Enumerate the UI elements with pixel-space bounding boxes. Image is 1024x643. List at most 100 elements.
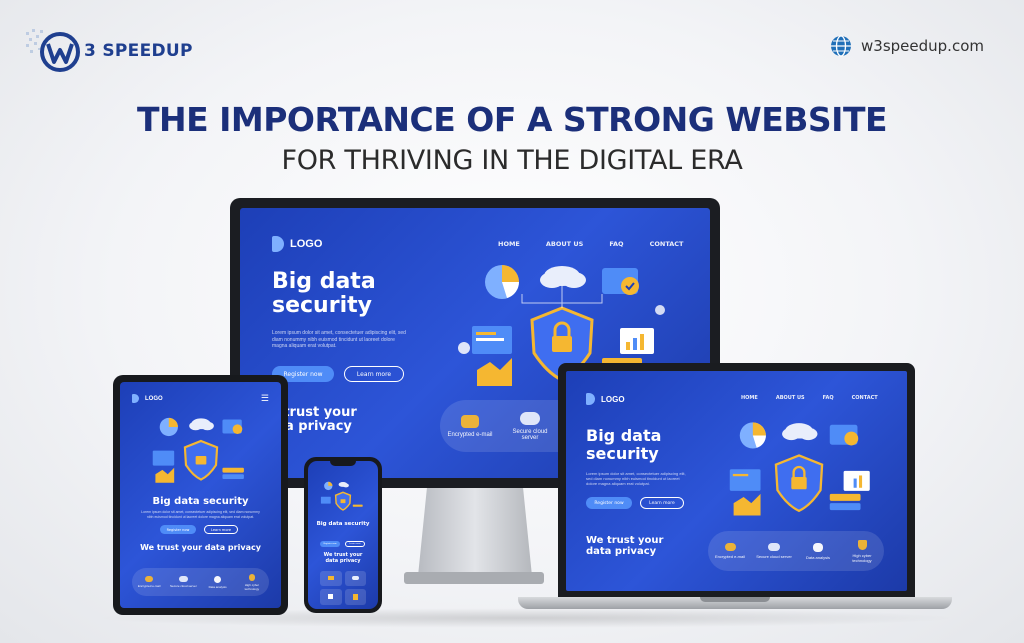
register-button[interactable]: Register now <box>320 541 340 547</box>
feature-email <box>320 571 342 586</box>
nav-home[interactable]: HOME <box>741 395 758 401</box>
area-chart-icon <box>155 467 175 483</box>
pie-chart-icon <box>324 481 333 491</box>
folder-check-icon <box>829 424 859 446</box>
window-icon <box>320 496 331 504</box>
mock-nav: HOME ABOUT US FAQ CONTACT <box>498 240 684 248</box>
nav-about[interactable]: ABOUT US <box>775 395 805 401</box>
feature-email: Encrypted e-mail <box>445 414 495 438</box>
feature-label: High cyber technology <box>852 552 872 563</box>
mock-logo-text: LOGO <box>290 238 323 250</box>
learn-more-button[interactable]: Learn more <box>344 366 404 382</box>
nav-faq[interactable]: FAQ <box>609 240 624 248</box>
feature-label: Data analysis <box>208 584 227 589</box>
shield-lock-icon <box>774 454 824 513</box>
trust-line1: We trust your <box>586 535 664 546</box>
document-icon <box>813 542 823 552</box>
headline-primary: THE IMPORTANCE OF A STRONG WEBSITE <box>136 100 888 139</box>
cloud-icon <box>540 266 586 288</box>
register-button[interactable]: Register now <box>586 497 632 509</box>
bar-chart-icon <box>620 328 654 354</box>
server-icon <box>352 504 363 507</box>
feature-email: Encrypted e-mail <box>135 576 163 588</box>
learn-more-button[interactable]: Learn more <box>345 541 365 547</box>
feature-cyber: High cyber technology <box>844 539 880 563</box>
shield-icon <box>352 593 358 600</box>
website-link[interactable]: w3speedup.com <box>829 34 984 58</box>
menu-icon[interactable]: ☰ <box>260 393 269 403</box>
tablet: LOGO ☰ Big data security Lorem ipsum dol… <box>113 375 288 615</box>
nav-contact[interactable]: CONTACT <box>649 240 684 248</box>
trust-text: e trust your ata privacy <box>270 405 357 435</box>
cloud-icon <box>178 576 188 582</box>
nav-about[interactable]: ABOUT US <box>545 240 584 248</box>
feature-cloud: Secure cloud server <box>169 576 197 588</box>
feature-grid <box>320 571 366 605</box>
logo-mark-icon <box>132 394 139 403</box>
document-icon <box>328 594 334 600</box>
feature-label: Data analysis <box>805 554 830 560</box>
envelope-icon <box>461 414 479 428</box>
feature-data <box>320 588 342 605</box>
register-button[interactable]: Register now <box>160 525 196 534</box>
website-url: w3speedup.com <box>861 37 984 55</box>
server-icon <box>222 467 244 480</box>
feature-strip: Encrypted e-mail Secure cloud server Dat… <box>708 531 884 571</box>
phone-screen: Big data security Register now Learn mor… <box>308 461 378 609</box>
trust-text: We trust your data privacy <box>140 543 261 552</box>
feature-cloud: Secure cloud server <box>756 543 792 559</box>
trust-line1: e trust your <box>270 405 357 420</box>
shield-lock-icon <box>183 439 219 481</box>
learn-more-button[interactable]: Learn more <box>204 525 238 534</box>
envelope-icon <box>145 576 154 582</box>
server-icon <box>829 493 861 511</box>
laptop-base <box>518 597 952 609</box>
desktop-monitor: LOGO HOME ABOUT US FAQ CONTACT Big data … <box>230 198 720 488</box>
brand-logo: 3 SPEEDUP <box>24 26 214 76</box>
hero-title: Big data security <box>272 269 376 319</box>
feature-strip: Encrypted e-mail Secure cloud server Dat… <box>132 568 269 596</box>
cloud-icon <box>782 423 818 441</box>
security-illustration <box>458 265 665 386</box>
feature-label: Encrypted e-mail <box>137 584 161 588</box>
register-button[interactable]: Register now <box>272 366 334 382</box>
feature-label: High cyber technology <box>244 582 260 591</box>
feature-label: Secure cloud server <box>170 584 197 588</box>
monitor-stand-base <box>404 572 544 584</box>
hero-title-line2: security <box>586 443 659 463</box>
folder-check-icon <box>222 419 243 434</box>
pie-chart-icon <box>485 265 519 299</box>
cloud-icon <box>189 418 214 431</box>
trust-line2: data privacy <box>325 557 361 564</box>
feature-label: Secure cloud server <box>756 554 792 559</box>
laptop-screen: LOGO HOME ABOUT US FAQ CONTACT Big data … <box>566 371 907 591</box>
folder-check-icon <box>602 268 639 295</box>
mock-logo-text: LOGO <box>145 395 163 402</box>
nav-contact[interactable]: CONTACT <box>851 395 878 401</box>
brand-name: 3 SPEEDUP <box>84 41 193 61</box>
trust-line2: data privacy <box>586 546 657 557</box>
feature-label: Encrypted e-mail <box>447 431 493 438</box>
feature-label: Secure cloud server <box>512 428 548 441</box>
security-illustration <box>729 422 870 516</box>
floor-shadow <box>90 608 960 628</box>
nav-home[interactable]: HOME <box>498 240 520 248</box>
learn-more-button[interactable]: Learn more <box>640 497 684 509</box>
monitor-stand <box>418 486 532 576</box>
globe-icon <box>831 35 852 57</box>
envelope-icon <box>724 543 736 551</box>
hero-title: Big data security <box>586 427 661 462</box>
cloud-icon <box>351 576 359 581</box>
logo-mark-icon <box>272 236 284 252</box>
nav-faq[interactable]: FAQ <box>822 395 834 401</box>
trust-text: We trust your data privacy <box>308 552 378 564</box>
area-chart-icon <box>733 493 761 516</box>
feature-cyber <box>344 588 366 605</box>
feature-cloud <box>344 571 366 586</box>
w-logo-icon <box>26 29 80 72</box>
hero-title: Big data security <box>316 521 370 527</box>
hero-title-line2: security <box>272 293 372 319</box>
phone-notch <box>330 461 356 466</box>
shield-icon <box>248 573 255 581</box>
document-icon <box>214 575 222 583</box>
